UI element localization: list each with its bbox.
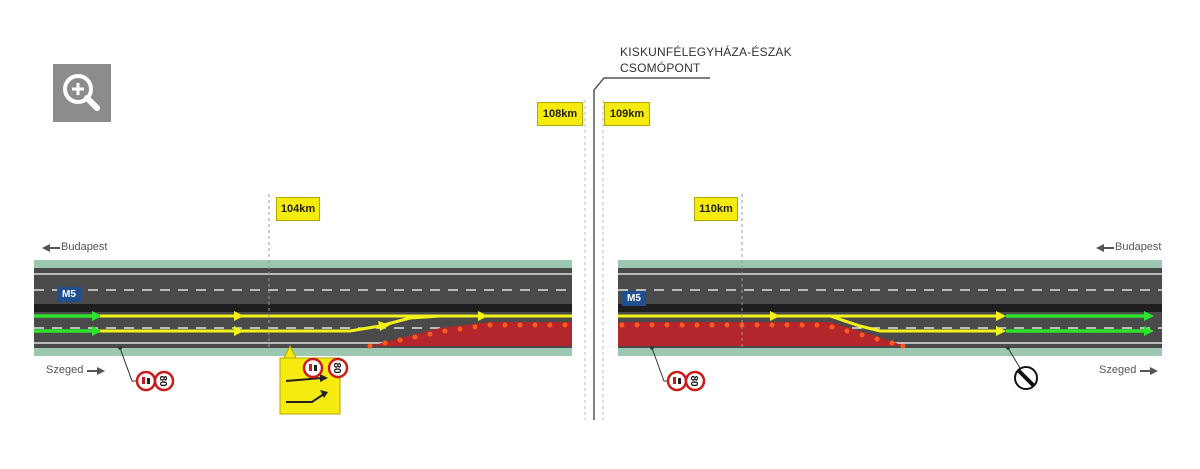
sign-pointer — [1007, 347, 1021, 369]
speed-limit-icon — [684, 370, 706, 392]
right-road-segment — [618, 194, 1162, 382]
arrow-head — [234, 311, 244, 321]
arrow-shaft — [1104, 247, 1114, 249]
arrow-head — [320, 374, 328, 382]
direction-budapest-left: Budapest — [61, 241, 108, 253]
arrow-head — [92, 311, 102, 321]
direction-arrows — [42, 244, 1158, 375]
km-marker-109: 109km — [604, 102, 650, 126]
arrow-shaft — [1140, 370, 1150, 372]
traffic-path-split — [790, 314, 1000, 333]
verge-top — [618, 260, 1162, 268]
notice-board: 80 — [279, 344, 349, 415]
speed-limit-value: 80 — [331, 362, 342, 374]
arrow-head — [92, 326, 102, 336]
motorway-badge-right: M5 — [622, 291, 646, 306]
lane-merge-arrow-icon — [286, 393, 325, 403]
icon-mark — [147, 378, 150, 384]
arrow-head — [234, 326, 244, 336]
icon-slash — [1016, 368, 1036, 388]
no-overtaking-icon — [135, 370, 157, 392]
direction-budapest-right: Budapest — [1115, 241, 1162, 253]
zoom-in-icon — [63, 74, 100, 111]
zoom-in-button[interactable] — [53, 64, 111, 122]
direction-szeged-left: Szeged — [46, 364, 84, 376]
lane-arrow-icon — [285, 377, 323, 382]
left-road-segment — [34, 194, 572, 382]
pointer-dot — [1006, 346, 1010, 350]
speed-limit-sign-left: 80 — [135, 370, 175, 392]
direction-szeged-right: Szeged — [1099, 364, 1137, 376]
speed-limit-value: 80 — [157, 375, 168, 387]
arrow-head — [478, 311, 488, 321]
speed-limit-value: 80 — [688, 375, 699, 387]
no-overtaking-icon — [302, 357, 324, 379]
km-marker-108: 108km — [537, 102, 583, 126]
central-reserve — [34, 304, 572, 312]
verge-bottom — [34, 348, 572, 356]
km-marker-104: 104km — [276, 197, 320, 221]
pointer-dot — [650, 346, 654, 350]
motorway-badge-left: M5 — [57, 287, 81, 302]
km-marker-110: 110km — [694, 197, 738, 221]
verge-top — [34, 260, 572, 268]
arrow-shaft — [50, 247, 60, 249]
speed-limit-sign-right: 80 — [666, 370, 706, 392]
end-of-restrictions-sign — [1014, 366, 1038, 390]
junction-pointer — [593, 77, 710, 420]
speed-limit-icon — [153, 370, 175, 392]
arrow-left-icon — [42, 244, 50, 252]
arrow-head — [770, 311, 780, 321]
no-overtaking-icon — [666, 370, 688, 392]
traffic-cones — [619, 322, 906, 349]
arrow-left-icon — [1096, 244, 1104, 252]
junction-type: CSOMÓPONT — [620, 61, 701, 75]
icon-mark — [673, 377, 676, 384]
verge-bottom — [618, 348, 1162, 356]
icon-mark — [678, 378, 681, 384]
arrow-head — [1144, 326, 1154, 336]
arrow-head — [996, 326, 1006, 336]
arrow-shaft — [87, 370, 97, 372]
traffic-cones — [367, 322, 568, 349]
speed-limit-icon — [327, 357, 349, 379]
icon-mark — [309, 364, 312, 371]
arrow-head — [378, 321, 390, 331]
arrow-right-icon — [1150, 367, 1158, 375]
icon-mark — [142, 377, 145, 384]
junction-name: KISKUNFÉLEGYHÁZA-ÉSZAK — [620, 45, 792, 59]
arrow-right-icon — [97, 367, 105, 375]
central-reserve — [618, 304, 1162, 312]
arrow-head — [1144, 311, 1154, 321]
arrow-head — [996, 311, 1006, 321]
icon-mark — [314, 365, 317, 371]
pointer-dot — [118, 346, 122, 350]
arrow-head — [320, 390, 328, 398]
junction-label: KISKUNFÉLEGYHÁZA-ÉSZAK CSOMÓPONT — [620, 44, 792, 76]
lane-closure-area — [370, 322, 572, 346]
